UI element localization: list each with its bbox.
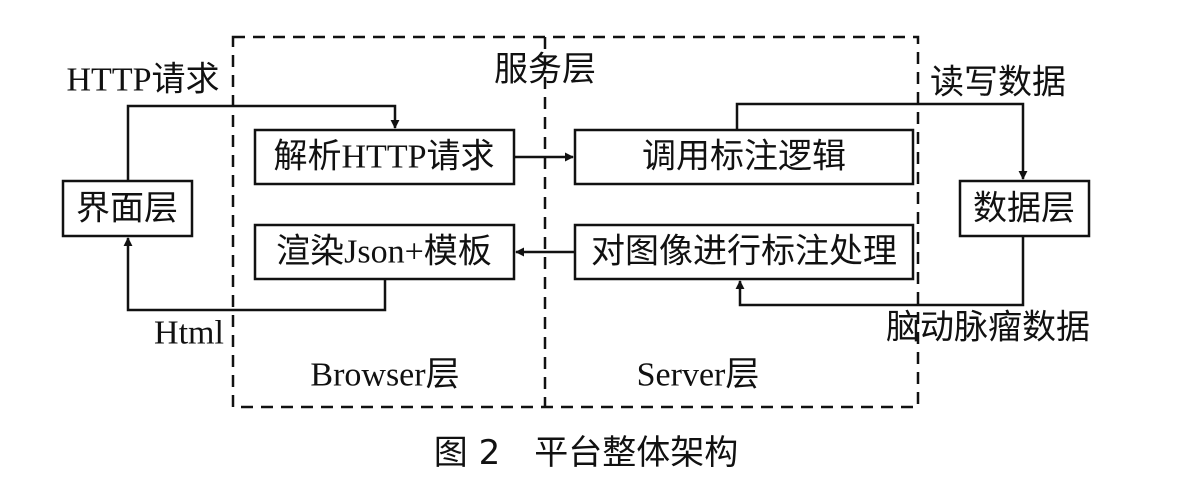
render-template-label: 渲染Json+模板 bbox=[276, 233, 492, 271]
data-layer-box bbox=[958, 179, 1091, 238]
http-request-arrow bbox=[126, 104, 400, 181]
browser-layer-label: Browser层 bbox=[310, 357, 459, 394]
aneurysm-data-arrow bbox=[735, 236, 1025, 307]
node-labels: 界面层 数据层 解析HTTP请求 调用标注逻辑 渲染Json+模板 对图像进行标… bbox=[76, 138, 1075, 271]
html-response-arrow bbox=[123, 237, 387, 312]
region-boundaries bbox=[231, 35, 920, 409]
invoke-logic-label: 调用标注逻辑 bbox=[642, 138, 846, 176]
ui-layer-box bbox=[61, 179, 194, 238]
connectors bbox=[123, 102, 1028, 312]
ui-layer-label: 界面层 bbox=[76, 191, 178, 228]
annotate-images-box bbox=[573, 223, 915, 281]
invoke-logic-box bbox=[573, 128, 915, 186]
aneurysm-data-edge-label: 脑动脉瘤数据 bbox=[886, 309, 1090, 347]
figure-caption: 图 2 平台整体架构 bbox=[434, 433, 738, 473]
html-edge-label: Html bbox=[154, 315, 224, 352]
service-layer-label: 服务层 bbox=[494, 51, 596, 89]
parse-request-box bbox=[253, 128, 516, 186]
http-request-edge-label: HTTP请求 bbox=[67, 62, 220, 99]
outer-service-region bbox=[231, 35, 920, 409]
render-template-box bbox=[253, 223, 516, 281]
data-layer-label: 数据层 bbox=[973, 190, 1075, 228]
read-write-arrow bbox=[735, 102, 1028, 180]
annotation-labels: 服务层 Browser层 Server层 HTTP请求 Html 读写数据 脑动… bbox=[67, 51, 1091, 394]
annotate-images-label: 对图像进行标注处理 bbox=[591, 233, 897, 271]
node-boxes bbox=[61, 128, 1091, 281]
read-write-edge-label: 读写数据 bbox=[930, 64, 1066, 102]
parse-request-label: 解析HTTP请求 bbox=[274, 138, 495, 176]
server-layer-label: Server层 bbox=[637, 357, 760, 394]
